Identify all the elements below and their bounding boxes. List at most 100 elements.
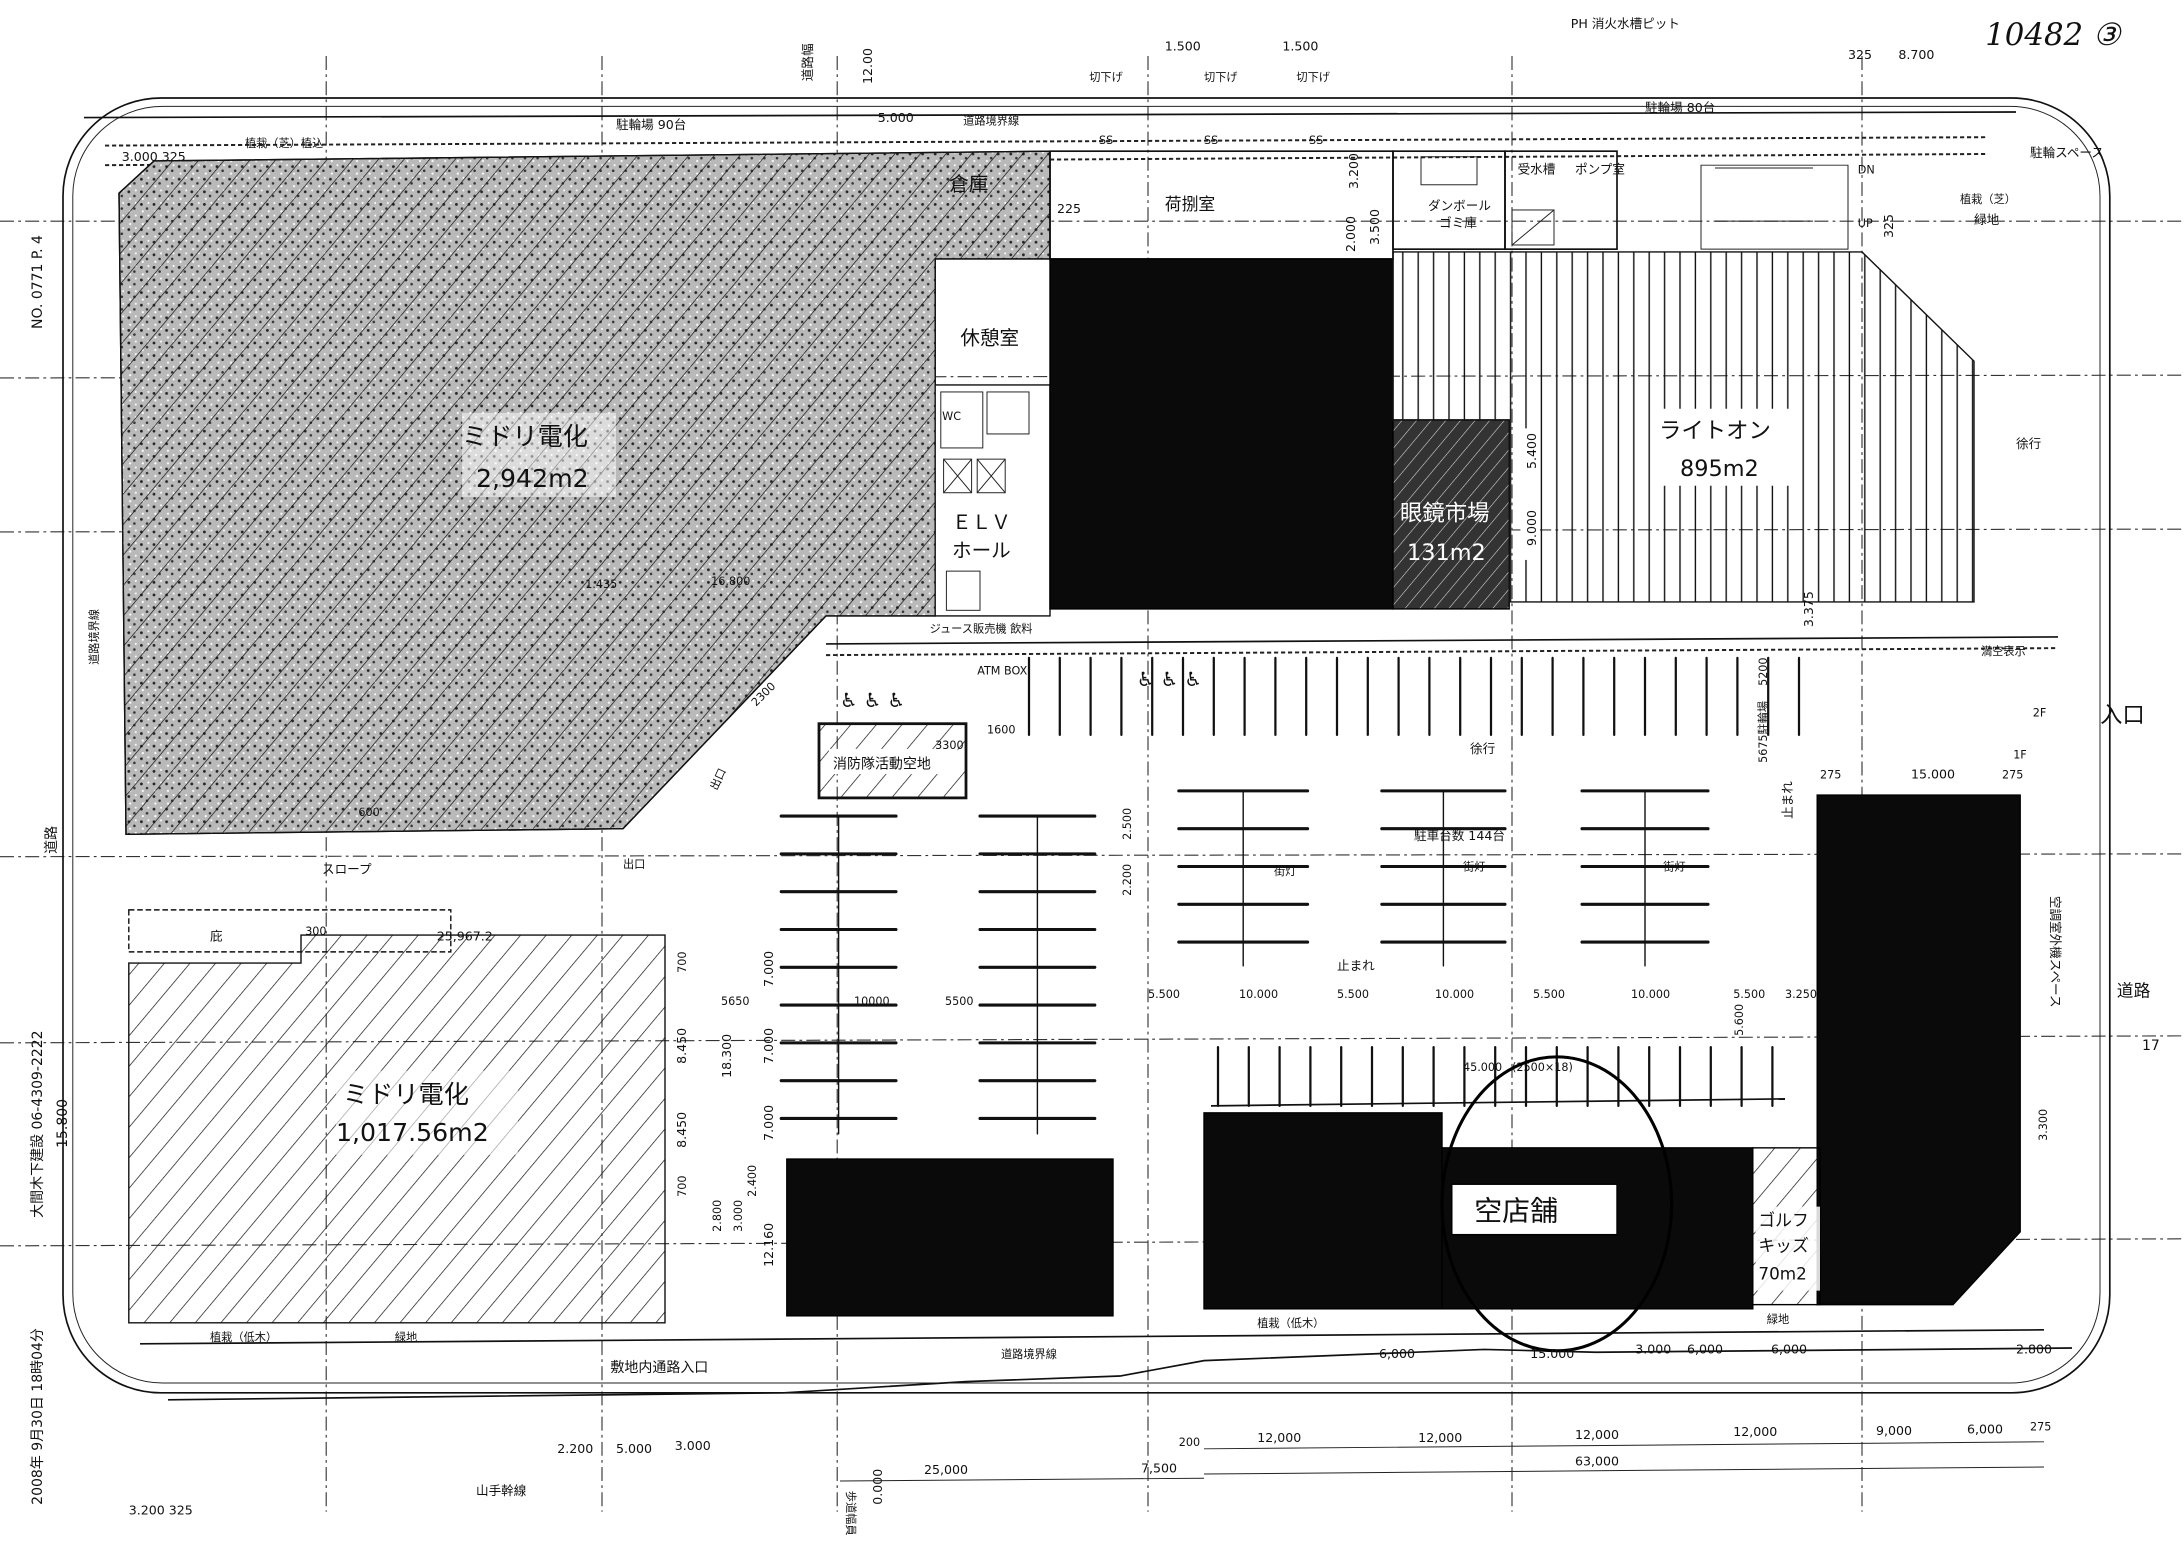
exit-label: 出口	[707, 766, 729, 792]
dim-label: 3.500	[1367, 209, 1382, 245]
store-midori-2: 庇 300 25,967.2 ミドリ電化 1,017.56m2	[128, 909, 666, 1324]
store-name: ライトオン	[1659, 418, 1771, 444]
dim-label: 600	[358, 806, 379, 819]
west-dimensions: 7.000 7.000 7.000 8.450 8.450 18.300 700…	[44, 609, 776, 1267]
atm-label: ATM BOX	[977, 665, 1027, 678]
dim-label: 225	[1057, 201, 1081, 216]
dim-label: 3.200	[1346, 153, 1361, 189]
street-light-label: 街灯	[1463, 860, 1485, 874]
bike-parking-label: 駐輪場 90台	[616, 117, 686, 132]
store-name: 眼鏡市場	[1400, 501, 1490, 527]
dim-label: 275	[1820, 768, 1841, 781]
store-area: 895m2	[1680, 456, 1759, 482]
dim-label: 12,000	[1575, 1427, 1619, 1442]
store-area: 2,942m2	[476, 464, 589, 493]
megane-dimensions: 5.400 9.000 3.375	[1520, 428, 1816, 627]
dim-label: 700	[676, 952, 689, 973]
greenery-label: 緑地	[395, 1330, 417, 1344]
dim-label: 0.000	[870, 1469, 885, 1505]
road-label: 17	[2142, 1038, 2160, 1054]
planting-label: 植栽（低木）	[210, 1330, 277, 1344]
dim-label: 8.450	[674, 1028, 689, 1064]
store-megane: 眼鏡市場 131m2	[1392, 419, 1510, 610]
dim-label: 6,000	[1771, 1342, 1807, 1357]
handwritten-id: 10482 ③	[1985, 17, 2122, 53]
planting-label: 植栽（芝）	[1960, 192, 2016, 206]
dim-label: 1.500	[1282, 38, 1318, 53]
store-name: ミドリ電化	[343, 1080, 469, 1109]
dim-label: 3.300	[2037, 1109, 2050, 1141]
store-block-dark	[1049, 258, 1394, 610]
dim-label: 200	[1179, 1436, 1200, 1449]
road-name-label: 山手幹線	[476, 1483, 527, 1498]
dim-label: 3.000	[732, 1200, 745, 1232]
vacancy-sign-label: 満空表示	[1981, 644, 2026, 658]
accessible-icon: ♿ ♿ ♿	[840, 689, 905, 712]
fax-timestamp: 2008年 9月30日 18時04分	[30, 1328, 46, 1505]
dim-label: 5500	[945, 995, 973, 1008]
dim-label: 1.500	[1165, 38, 1201, 53]
road-boundary-label: 道路境界線	[87, 609, 101, 665]
greenery-label: 緑地	[1974, 212, 2000, 227]
fire-area-label: 消防隊活動空地	[833, 757, 931, 773]
dim-label: 3.375	[1801, 591, 1816, 627]
street-light-label: 街灯	[1663, 860, 1685, 874]
dim-label: 10.000	[1435, 988, 1474, 1001]
fax-sender: 大間木下建設 06-4309-2222	[30, 1030, 46, 1217]
dim-label: 45.000	[1463, 1061, 1502, 1074]
exit-label: 出口	[623, 857, 645, 871]
elevator-hall: WC ＥＬＶ ホール ジュース販売機 飲料	[930, 384, 1051, 636]
slow-label: 徐行	[2016, 436, 2041, 451]
dim-label: 700	[676, 1175, 689, 1196]
dim-label: 6,000	[1967, 1421, 2003, 1436]
dim-label: 15.800	[55, 1099, 71, 1148]
south-stores: 空店舗 ゴルフ キッズ 70m2	[786, 1055, 1821, 1353]
dim-label: 300	[305, 925, 326, 938]
dim-label: 2.800	[711, 1200, 724, 1232]
fax-page-label: NO. 0771 P. 4	[30, 235, 46, 329]
stop-label: 止まれ	[1780, 781, 1795, 819]
site-path-entrance-label: 敷地内通路入口	[610, 1360, 708, 1376]
dim-label: 7.000	[761, 1028, 776, 1064]
dim-label: (2500×18)	[1512, 1061, 1573, 1074]
dim-label: 5.500	[1533, 988, 1565, 1001]
road-boundary-label: 道路境界線	[1001, 1347, 1057, 1361]
dim-label: 7,500	[1141, 1461, 1177, 1476]
bike-parking-label: 駐輪場 80台	[1645, 100, 1715, 115]
dim-label: 7.000	[761, 951, 776, 987]
ss-label: SS	[1204, 134, 1218, 147]
road-boundary-label: 道路境界線	[963, 114, 1019, 128]
vacant-store-label: 空店舗	[1474, 1195, 1558, 1228]
entrance-label: 入口	[2100, 702, 2145, 728]
curb-cut-label: 切下げ	[1089, 71, 1123, 84]
dim-label: 5650	[721, 995, 749, 1008]
parking-count-label: 駐車台数 144台	[1414, 828, 1505, 843]
store-block-south-2	[1203, 1112, 1443, 1310]
dim-label: 2.200	[557, 1441, 593, 1456]
dim-label: 2.200	[1121, 864, 1134, 896]
dim-label: 12,000	[1257, 1430, 1301, 1445]
dim-label: 3.200 325	[129, 1503, 193, 1518]
dim-label: 5.400	[1524, 433, 1539, 469]
dim-label: 10.000	[1631, 988, 1670, 1001]
dim-label: 5.000	[616, 1441, 652, 1456]
dim-label: 8.700	[1898, 47, 1934, 62]
road-label: 道路	[44, 826, 60, 854]
dim-label: 325	[1881, 214, 1896, 238]
up-label: UP	[1858, 217, 1873, 230]
dim-label: 5.500	[1337, 988, 1369, 1001]
curb-cut-label: 切下げ	[1204, 71, 1238, 84]
dim-label: 63,000	[1575, 1454, 1619, 1469]
dim-label: 5.600	[1733, 1004, 1746, 1036]
dim-label: 12.00	[860, 48, 875, 84]
street-light-label: 街灯	[1274, 864, 1296, 878]
cardboard-label: ダンボール	[1428, 198, 1491, 213]
dim-label: 3.000 325	[122, 149, 186, 164]
dim-label: 15.000	[1530, 1346, 1574, 1361]
store-block-east	[1816, 794, 2021, 1306]
ac-space-label: 空調室外機スペース	[2048, 896, 2063, 1008]
vacant-store-tag	[1451, 1183, 1618, 1236]
road-label: 道路	[2117, 981, 2151, 1001]
partial-header-label: PH 消火水槽ピット	[1571, 16, 1680, 31]
dim-label: 275	[2002, 768, 2023, 781]
